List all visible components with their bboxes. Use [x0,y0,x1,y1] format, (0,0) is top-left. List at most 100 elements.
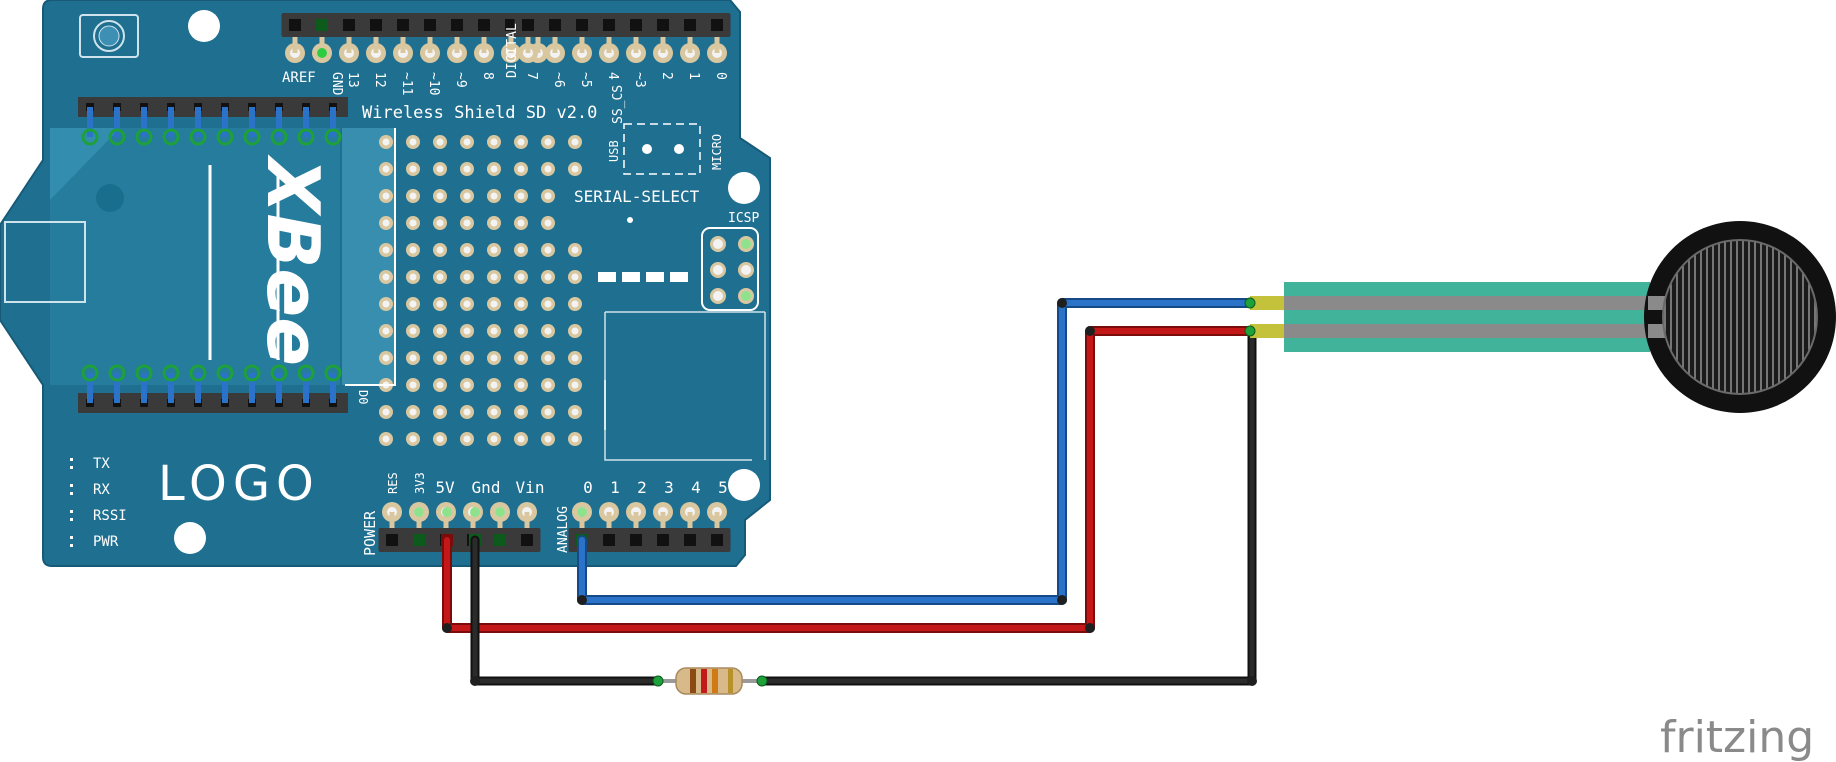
xbee-pin [216,364,234,382]
icsp-label: ICSP [728,211,759,226]
xbee-pin [135,364,153,382]
xbee-pin [297,364,315,382]
xbee-pin [81,128,99,146]
ss-cs-label: SS_CS [611,85,626,124]
xbee-pin [270,128,288,146]
header-socket [711,19,723,31]
analog-label: ANALOG [556,506,571,553]
mounting-hole [728,469,760,501]
analog-pin-label: 4 [691,478,701,497]
header-socket [386,534,398,546]
mounting-hole [188,10,220,42]
xbee-pin [189,128,207,146]
xbee-pin [270,364,288,382]
digital-pin-label: 2 [659,72,674,80]
digital-pin-label: 4 [605,72,620,80]
xbee-pin [81,364,99,382]
header-socket [657,534,669,546]
header-socket [289,19,301,31]
digital-pin-label: ~5 [578,72,593,88]
led-label: RSSI [93,508,127,524]
xbee-pin [162,128,180,146]
xbee-pin [216,128,234,146]
digital-pin-label: 8 [480,72,495,80]
micro-label: MICRO [710,134,724,170]
xbee-header-bottom [78,364,348,413]
header-socket [370,19,382,31]
force-sensitive-resistor [1244,221,1836,413]
digital-pin-label: 7 [524,72,539,80]
xbee-pin [108,128,126,146]
header-socket [343,19,355,31]
header-socket [505,19,517,31]
header-socket [397,19,409,31]
power-pin-label: Gnd [472,478,501,497]
smd-parts [598,272,688,282]
xbee-pin [108,364,126,382]
icsp-header: ICSP [701,211,759,311]
digital-pin-label: 12 [372,72,387,88]
digital-pin-label: 0 [713,72,728,80]
resistor [652,667,768,695]
header-socket [684,534,696,546]
header-socket [684,19,696,31]
mounting-hole [728,172,760,204]
power-header [378,502,541,552]
serial-select-label: SERIAL-SELECT [574,187,700,206]
digital-pin-label: 13 [345,72,360,88]
digital-pin-label: ~9 [453,72,468,88]
xbee-pin [297,128,315,146]
aref-label: AREF [282,70,316,86]
reset-button [79,14,139,58]
wires [442,298,1257,686]
board-title: Wireless Shield SD v2.0 [362,103,597,123]
analog-pin-label: 0 [583,478,593,497]
digital-pin-label: ~6 [551,72,566,88]
header-socket [711,534,723,546]
header-socket [630,19,642,31]
power-label: POWER [361,510,379,556]
header-socket [603,19,615,31]
header-socket [549,19,561,31]
d0-label: D0 [356,390,370,404]
digital-label: DIGITAL [505,23,520,78]
fritzing-watermark: fritzing [1660,712,1814,762]
led-label: RX [93,482,110,498]
prototyping-area [345,128,582,446]
xbee-pin [324,128,342,146]
sd-card-slot [604,311,766,461]
gnd-top-label: GND [329,72,344,96]
digital-header [281,13,731,63]
analog-pin-label: 5 [718,478,728,497]
header-socket [603,534,615,546]
mounting-hole [174,522,206,554]
digital-pin-label: ~11 [399,72,414,95]
xbee-pin [162,364,180,382]
power-pin-label: 5V [435,478,455,497]
header-socket [576,19,588,31]
digital-pin-label: 1 [686,72,701,80]
header-socket [630,534,642,546]
xbee-pin [243,364,261,382]
header-socket [521,534,533,546]
header-socket [451,19,463,31]
xbee-pin [135,128,153,146]
header-socket [657,19,669,31]
xbee-module: XBee [4,128,394,385]
digital-pin-label: ~3 [632,72,647,88]
power-pin-label: Vin [516,478,545,497]
analog-pin-label: 3 [664,478,674,497]
header-socket [478,19,490,31]
header-socket [522,19,534,31]
digital-pin-label: ~10 [426,72,441,95]
xbee-pin [189,364,207,382]
analog-pin-label: 1 [610,478,620,497]
led-label: TX [93,456,110,472]
analog-header [568,502,731,552]
